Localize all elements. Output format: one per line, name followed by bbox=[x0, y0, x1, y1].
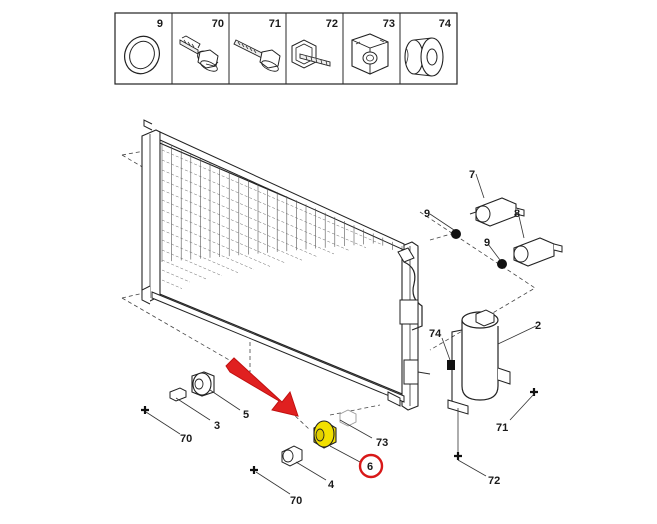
callout-2: 2 bbox=[535, 320, 541, 332]
flange-bolt-icon bbox=[179, 35, 219, 72]
callout-labels: 7 8 9 9 2 74 5 3 70 73 6 4 70 71 72 bbox=[180, 169, 541, 507]
fin-row bbox=[161, 179, 335, 255]
cage-nut-icon bbox=[351, 33, 389, 75]
legend-number-70: 70 bbox=[212, 18, 224, 30]
pressure-switch-7 bbox=[469, 197, 525, 227]
callout-73: 73 bbox=[376, 437, 388, 449]
legend-number-9: 9 bbox=[157, 18, 163, 30]
cage-nut-73 bbox=[339, 409, 357, 427]
callout-7: 7 bbox=[469, 169, 475, 181]
callout-6: 6 bbox=[367, 461, 373, 473]
mount-bush-6 bbox=[313, 420, 337, 449]
fin-row bbox=[161, 159, 367, 248]
callout-5: 5 bbox=[243, 409, 249, 421]
callout-71: 71 bbox=[496, 422, 508, 434]
fastener-markers bbox=[141, 388, 538, 474]
mount-bush-5 bbox=[191, 371, 215, 397]
spacer-3 bbox=[169, 387, 187, 402]
condenser-core bbox=[141, 119, 431, 411]
highlight-ring bbox=[358, 453, 384, 479]
callout-72: 72 bbox=[488, 475, 500, 487]
fin-row bbox=[161, 219, 271, 267]
spacer-4 bbox=[281, 445, 303, 467]
pressure-switch-8 bbox=[513, 237, 563, 267]
leader-lines bbox=[145, 173, 537, 495]
o-ring-9-lower bbox=[497, 259, 507, 269]
fin-row bbox=[161, 279, 183, 289]
callout-74: 74 bbox=[429, 328, 442, 340]
fin-row bbox=[161, 199, 303, 261]
callout-8: 8 bbox=[514, 208, 520, 220]
cage-nut-74-marker bbox=[447, 360, 455, 370]
callout-70-left: 70 bbox=[180, 433, 192, 445]
fin-row bbox=[161, 259, 207, 280]
callout-3: 3 bbox=[214, 420, 220, 432]
legend-number-72: 72 bbox=[326, 18, 338, 30]
parts-legend-table: 9 70 71 72 73 74 bbox=[114, 12, 458, 85]
callout-9-upper: 9 bbox=[424, 208, 430, 220]
fin-row bbox=[161, 249, 223, 277]
clip-bolt-icon bbox=[291, 39, 331, 69]
legend-number-73: 73 bbox=[383, 18, 395, 30]
fin-row bbox=[161, 269, 191, 283]
legend-number-71: 71 bbox=[269, 18, 281, 30]
long-bolt-icon bbox=[233, 39, 281, 72]
rubber-grommet-icon bbox=[404, 37, 444, 77]
fin-row bbox=[161, 239, 239, 273]
legend-number-74: 74 bbox=[439, 18, 452, 30]
o-ring-icon bbox=[124, 35, 160, 75]
callout-9-lower: 9 bbox=[484, 237, 490, 249]
fin-row bbox=[161, 209, 287, 264]
fin-row bbox=[161, 169, 351, 252]
callout-4: 4 bbox=[328, 479, 335, 491]
o-ring-9-upper bbox=[451, 229, 461, 239]
callout-70-bottom: 70 bbox=[290, 495, 302, 507]
attention-arrow bbox=[225, 357, 299, 417]
fin-row bbox=[161, 229, 255, 270]
receiver-drier bbox=[447, 309, 511, 415]
fin-row bbox=[161, 189, 319, 258]
